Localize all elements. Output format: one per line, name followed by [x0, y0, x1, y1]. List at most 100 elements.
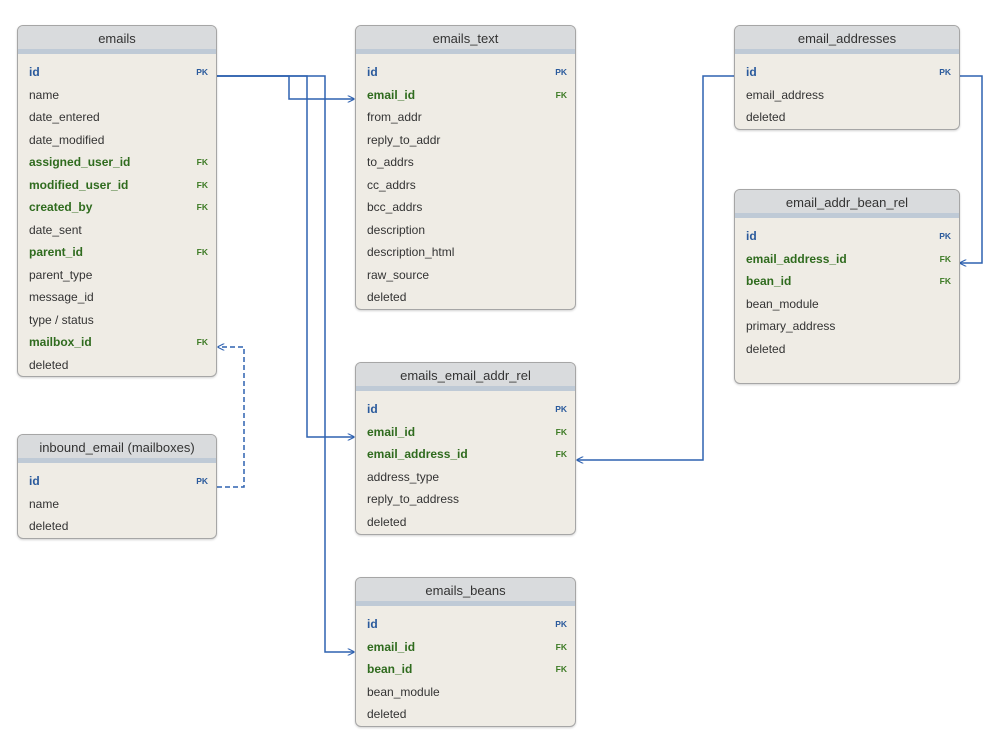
column-row[interactable]: deleted: [735, 106, 959, 129]
foreign-key-badge: FK: [196, 247, 208, 257]
column-name: id: [367, 65, 378, 79]
column-name: email_address: [746, 87, 825, 102]
primary-key-badge: PK: [196, 67, 208, 77]
column-row[interactable]: assigned_user_id FK: [18, 151, 216, 174]
column-row[interactable]: deleted: [356, 511, 575, 534]
column-row[interactable]: reply_to_addr: [356, 129, 575, 152]
column-name: deleted: [746, 341, 786, 356]
column-row[interactable]: message_id: [18, 286, 216, 309]
column-row[interactable]: deleted: [735, 338, 959, 361]
column-name: address_type: [367, 469, 440, 484]
column-row[interactable]: date_sent: [18, 219, 216, 242]
column-name: id: [746, 229, 757, 243]
column-row[interactable]: deleted: [356, 703, 575, 726]
primary-key-badge: PK: [555, 67, 567, 77]
foreign-key-badge: FK: [555, 664, 567, 674]
primary-key-badge: PK: [555, 619, 567, 629]
foreign-key-badge: FK: [939, 276, 951, 286]
column-name: bean_id: [746, 274, 792, 288]
column-name: deleted: [367, 707, 407, 721]
primary-key-badge: PK: [939, 67, 951, 77]
column-row[interactable]: date_modified: [18, 129, 216, 152]
foreign-key-badge: FK: [555, 426, 567, 437]
table-title: email_addr_bean_rel: [735, 190, 959, 218]
primary-key-badge: PK: [555, 404, 567, 414]
column-row[interactable]: description_html: [356, 241, 575, 264]
column-name: description: [367, 222, 426, 237]
column-name: primary_address: [746, 319, 836, 333]
column-row[interactable]: id PK: [735, 225, 959, 248]
column-row[interactable]: raw_source: [356, 264, 575, 287]
column-name: id: [367, 617, 378, 631]
column-row[interactable]: deleted: [18, 354, 216, 377]
column-name: bcc_addrs: [367, 200, 423, 214]
column-row[interactable]: to_addrs: [356, 151, 575, 174]
column-name: created_by: [29, 200, 93, 214]
column-row[interactable]: from_addr: [356, 106, 575, 129]
column-row[interactable]: bean_module: [356, 681, 575, 704]
column-row[interactable]: name: [18, 84, 216, 107]
foreign-key-badge: FK: [196, 179, 208, 190]
column-name: id: [29, 65, 40, 79]
column-row[interactable]: date_entered: [18, 106, 216, 129]
column-row[interactable]: type / status: [18, 309, 216, 332]
link-email-addresses-to-email-addr-bean-rel: [960, 75, 983, 263]
column-name: email_id: [367, 639, 416, 654]
column-name: type / status: [29, 312, 94, 327]
column-name: date_modified: [29, 132, 105, 147]
link-emails-to-emails-beans: [217, 75, 354, 652]
column-row[interactable]: name: [18, 493, 216, 516]
column-row[interactable]: deleted: [18, 515, 216, 538]
column-name: parent_type: [29, 267, 93, 282]
column-name: assigned_user_id: [29, 155, 131, 169]
column-name: deleted: [367, 290, 407, 304]
column-row[interactable]: deleted: [356, 286, 575, 309]
primary-key-badge: PK: [939, 231, 951, 241]
column-name: email_address_id: [367, 447, 468, 461]
column-name: deleted: [367, 514, 407, 529]
column-name: mailbox_id: [29, 335, 92, 349]
column-row[interactable]: bean_id FK: [735, 270, 959, 293]
table-title: emails_email_addr_rel: [356, 363, 575, 391]
column-row[interactable]: email_address: [735, 84, 959, 107]
column-row[interactable]: id PK: [356, 613, 575, 636]
column-row[interactable]: primary_address: [735, 315, 959, 338]
foreign-key-badge: FK: [939, 253, 951, 264]
column-row[interactable]: bcc_addrs: [356, 196, 575, 219]
column-row[interactable]: id PK: [356, 61, 575, 84]
column-row[interactable]: id PK: [18, 61, 216, 84]
column-row[interactable]: parent_type: [18, 264, 216, 287]
foreign-key-badge: FK: [196, 157, 208, 167]
column-row[interactable]: bean_module: [735, 293, 959, 316]
column-row[interactable]: cc_addrs: [356, 174, 575, 197]
column-row[interactable]: description: [356, 219, 575, 242]
column-name: email_id: [367, 87, 416, 102]
primary-key-badge: PK: [196, 476, 208, 486]
column-row[interactable]: address_type: [356, 466, 575, 489]
column-row[interactable]: reply_to_address: [356, 488, 575, 511]
